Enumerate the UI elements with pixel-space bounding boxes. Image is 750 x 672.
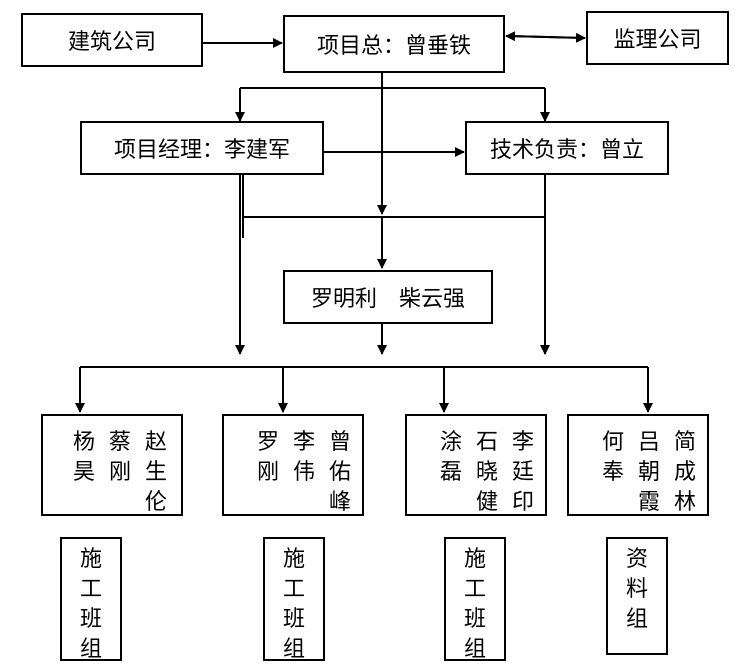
tech-lead-label: 技术负责：曾立 (489, 138, 644, 163)
project-head-box: 项目总：曾垂铁 (283, 15, 505, 73)
team-2-member-3: 曾佑峰 (328, 430, 351, 515)
project-manager-box: 项目经理：李建军 (80, 121, 324, 175)
arrow-head-to-supervision (505, 32, 586, 43)
team-2-group-label: 施工班组 (282, 547, 305, 662)
middle-staff-box: 罗明利 柴云强 (283, 270, 493, 324)
team-label-box-3: 施工班组 (444, 537, 506, 662)
team-1-member-3: 赵生伦 (144, 430, 167, 515)
team-3-member-3: 李廷印 (511, 430, 534, 515)
team-box-1: 杨昊 蔡刚 赵生伦 (41, 414, 183, 516)
team-3-member-1: 涂磊 (439, 430, 462, 485)
team-1-member-1: 杨昊 (72, 430, 95, 485)
team-2-member-2: 李伟 (292, 430, 315, 485)
construction-company-box: 建筑公司 (21, 13, 203, 67)
team-3-group-label: 施工班组 (463, 547, 486, 662)
supervision-company-label: 监理公司 (613, 28, 702, 53)
team-1-member-2: 蔡刚 (108, 430, 131, 485)
team-4-member-1: 何奉 (601, 430, 624, 485)
team-3-member-2: 石晓健 (475, 430, 498, 515)
team-label-box-1: 施工班组 (60, 537, 122, 662)
team-label-box-4: 资料组 (606, 537, 668, 655)
team-box-4: 何奉 吕朝霞 简成林 (567, 414, 709, 516)
team-box-3: 涂磊 石晓健 李廷印 (405, 414, 547, 516)
construction-company-label: 建筑公司 (67, 30, 156, 55)
team-box-2: 罗刚 李伟 曾佑峰 (222, 414, 364, 516)
team-2-member-1: 罗刚 (256, 430, 279, 485)
team-4-member-3: 简成林 (673, 430, 696, 515)
team-4-member-2: 吕朝霞 (637, 430, 660, 515)
supervision-company-box: 监理公司 (586, 11, 729, 65)
project-head-label: 项目总：曾垂铁 (316, 34, 471, 59)
middle-staff-label: 罗明利 柴云强 (310, 287, 465, 312)
team-4-group-label: 资料组 (625, 547, 648, 632)
team-label-box-2: 施工班组 (263, 537, 325, 662)
tech-lead-box: 技术负责：曾立 (465, 121, 669, 175)
project-manager-label: 项目经理：李建军 (113, 138, 290, 163)
team-1-group-label: 施工班组 (79, 547, 102, 662)
